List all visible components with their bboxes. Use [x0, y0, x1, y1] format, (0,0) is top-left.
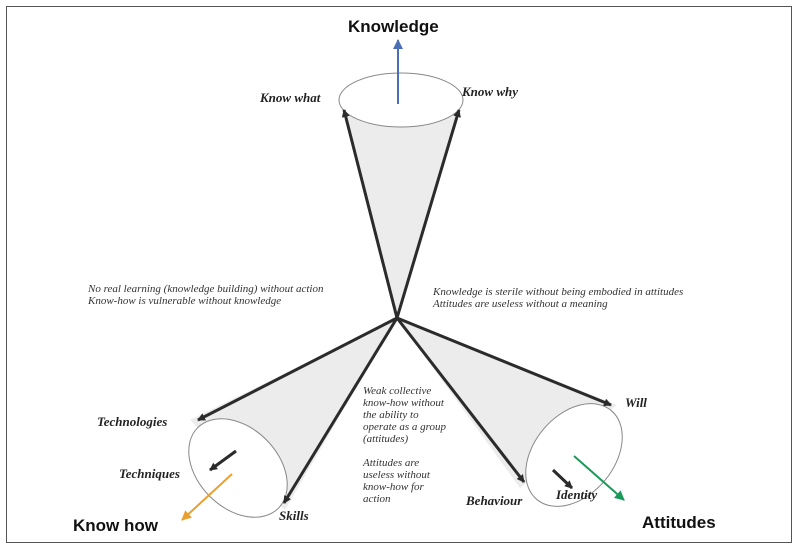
- note-line: No real learning (knowledge building) wi…: [88, 283, 324, 295]
- skills-label: Skills: [279, 508, 309, 523]
- knowledge-cone: [338, 39, 464, 319]
- bottom-note: Weak collective know-how without the abi…: [363, 385, 446, 505]
- right-note: Knowledge is sterile without being embod…: [433, 286, 683, 310]
- left-note: No real learning (knowledge building) wi…: [88, 283, 323, 307]
- note-line: Knowledge is sterile without being embod…: [433, 286, 684, 298]
- identity-label: Identity: [556, 487, 598, 502]
- note-line: know-how for: [363, 481, 424, 493]
- know-what-label: Know what: [260, 90, 321, 105]
- note-line: action: [363, 493, 391, 505]
- note-line: the ability to: [363, 409, 419, 421]
- knowledge-axis-title: Knowledge: [348, 17, 439, 36]
- know-why-label: Know why: [462, 84, 518, 99]
- note-line: (attitudes): [363, 433, 409, 445]
- technologies-label: Technologies: [97, 414, 168, 429]
- will-label: Will: [625, 395, 647, 410]
- know-how-cone: [181, 316, 399, 521]
- note-line: Attitudes are: [363, 457, 420, 469]
- note-spacer: [363, 445, 446, 457]
- note-line: Attitudes are useless without a meaning: [433, 298, 608, 310]
- note-line: operate as a group: [363, 421, 447, 433]
- note-line: Know-how is vulnerable without knowledge: [88, 295, 282, 307]
- know-how-axis-title: Know how: [73, 516, 158, 535]
- diagram-frame: [6, 6, 792, 543]
- behaviour-label: Behaviour: [466, 493, 523, 508]
- attitudes-cone: [395, 316, 625, 507]
- note-line: Weak collective: [363, 385, 432, 397]
- note-line: know-how without: [363, 397, 444, 409]
- note-line: useless without: [363, 469, 430, 481]
- attitudes-axis-title: Attitudes: [642, 513, 716, 532]
- techniques-label: Techniques: [119, 466, 180, 481]
